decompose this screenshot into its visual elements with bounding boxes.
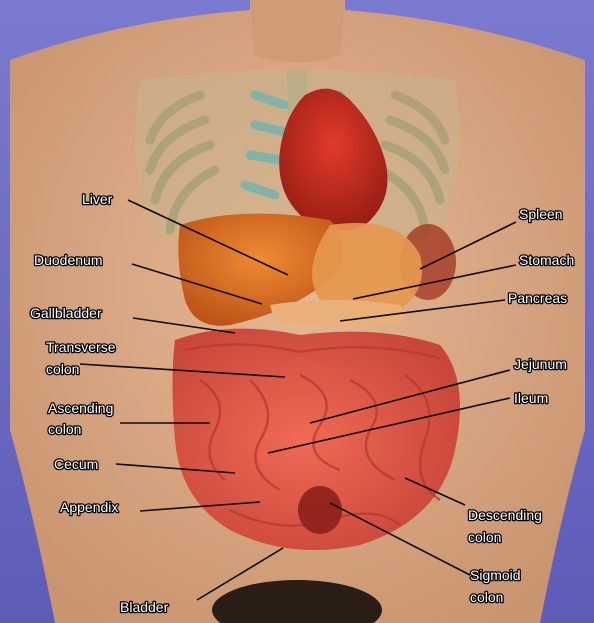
label-sigmoid-colon-line2: colon <box>470 589 503 605</box>
label-pancreas: Pancreas <box>508 290 567 306</box>
label-descending-colon-line2: colon <box>468 529 501 545</box>
label-transverse-colon-line1: Transverse <box>46 339 116 355</box>
neck <box>250 0 345 63</box>
label-descending-colon-line1: Descending <box>468 507 542 523</box>
label-jejunum: Jejunum <box>514 356 567 372</box>
label-liver: Liver <box>82 191 113 207</box>
pancreas <box>270 300 404 327</box>
label-duodenum: Duodenum <box>34 252 103 268</box>
label-sigmoid-colon-line1: Sigmoid <box>470 567 521 583</box>
label-bladder: Bladder <box>120 599 169 615</box>
label-stomach: Stomach <box>519 252 574 268</box>
label-ascending-colon-line1: Ascending <box>48 400 113 416</box>
label-ascending-colon-line2: colon <box>48 421 81 437</box>
label-appendix: Appendix <box>60 499 118 515</box>
label-gallbladder: Gallbladder <box>30 305 102 321</box>
sigmoid-colon <box>298 486 342 534</box>
label-spleen: Spleen <box>519 206 563 222</box>
label-ileum: Ileum <box>514 390 548 406</box>
label-cecum: Cecum <box>54 456 98 472</box>
label-transverse-colon-line2: colon <box>46 361 79 377</box>
